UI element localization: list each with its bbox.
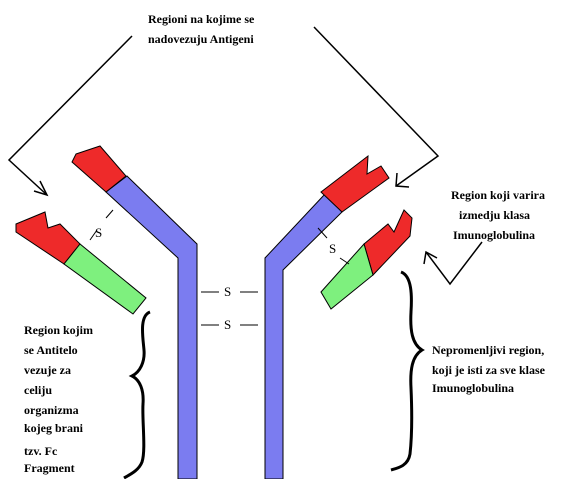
left-light-constant-region <box>63 243 147 315</box>
right-heavy-chain <box>264 193 343 479</box>
hinge-bond-lower-label: S <box>224 317 231 332</box>
left-light-bond-upper-line <box>89 229 98 241</box>
cell-binding-region-label: Region kojim se Antitelo vezuje za celij… <box>24 323 96 435</box>
cell-binding-region-line-2: se Antitelo <box>24 343 78 357</box>
left-antigen-arrowhead <box>33 180 49 197</box>
right-light-bond-label: S <box>329 241 336 256</box>
constant-region-line-1: Nepromenljivi region, <box>432 343 544 357</box>
cell-binding-region-line-4: celiju <box>24 383 52 397</box>
class-varying-arrowhead <box>423 250 438 265</box>
fc-fragment-line-1: tzv. Fc <box>24 444 58 458</box>
cell-binding-region-line-3: vezuje za <box>24 363 71 377</box>
right-curly-brace <box>390 270 425 472</box>
cell-binding-region-line-1: Region kojim <box>24 323 93 337</box>
class-varying-arrow <box>425 241 483 286</box>
fc-fragment-label: tzv. Fc Fragment <box>24 444 75 475</box>
antigen-binding-region-line-2: nadovezuju Antigeni <box>148 32 254 46</box>
left-heavy-variable-region <box>71 145 127 193</box>
constant-region-line-2: koji je isti za sve klase <box>432 363 546 377</box>
constant-region-label: Nepromenljivi region, koji je isti za sv… <box>432 343 548 395</box>
right-light-variable-region <box>363 209 413 276</box>
constant-region-line-3: Imunoglobulina <box>432 381 514 395</box>
class-varying-region-line-3: Imunoglobulina <box>453 228 535 242</box>
left-light-bond-label: S <box>95 225 102 240</box>
right-light-bond-lower-line <box>339 257 350 265</box>
right-antigen-arrow <box>313 26 440 187</box>
antigen-binding-region-label: Regioni na kojime se nadovezuju Antigeni <box>148 12 257 46</box>
right-antigen-arrowhead <box>395 172 410 188</box>
right-light-constant-region <box>320 242 374 310</box>
right-light-bond-upper-line <box>317 227 328 239</box>
class-varying-region-line-1: Region koji varira <box>451 188 545 202</box>
cell-binding-region-line-5: organizma <box>24 403 79 417</box>
class-varying-region-line-2: izmedju klasa <box>459 208 530 222</box>
class-varying-region-label: Region koji varira izmedju klasa Imunogl… <box>451 188 548 242</box>
left-curly-brace <box>123 310 151 479</box>
left-antigen-arrow <box>7 35 133 196</box>
antigen-binding-region-line-1: Regioni na kojime se <box>148 12 255 26</box>
left-light-bond-lower-line <box>105 209 114 219</box>
cell-binding-region-line-6: kojeg brani <box>24 421 84 435</box>
left-light-variable-region <box>15 211 81 265</box>
left-heavy-chain <box>105 175 198 479</box>
right-heavy-variable-region <box>320 154 390 213</box>
hinge-bond-upper-label: S <box>224 284 231 299</box>
fc-fragment-line-2: Fragment <box>24 461 75 475</box>
